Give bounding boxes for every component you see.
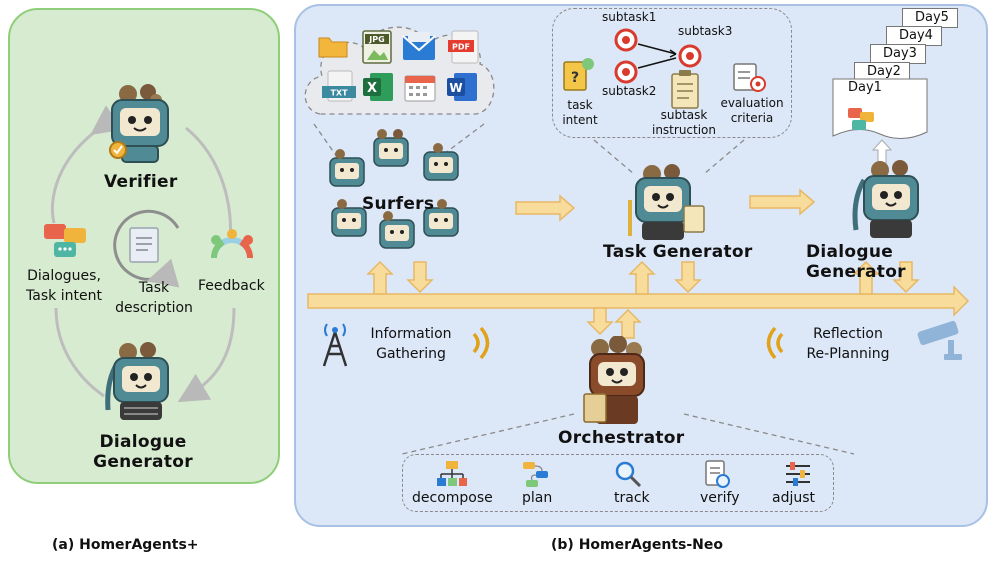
task-intent-line2: intent: [562, 113, 598, 127]
task-intent-text: Task intent: [26, 288, 102, 304]
feedback-gauge-icon: [211, 229, 253, 259]
verifier-robot-icon: [109, 84, 169, 163]
dialogue-generator-b-robot-icon: [852, 160, 919, 238]
pdf-text: PDF: [452, 43, 470, 52]
evaluation-line2: criteria: [730, 111, 774, 125]
orchestrator-robot-icon: [583, 336, 645, 424]
target-icon-1: [614, 28, 638, 52]
subtask1-label: subtask1: [602, 10, 657, 24]
description-text: description: [115, 300, 193, 316]
tool-track: track: [614, 490, 650, 506]
task-generator-label: Task Generator: [603, 242, 753, 262]
caption-a: (a) HomerAgents+: [52, 537, 199, 553]
task-description-label: Task description: [108, 278, 200, 318]
day4-card: Day4: [886, 26, 942, 46]
word-text: W: [449, 81, 462, 95]
dialogues-task-intent-label: Dialogues, Task intent: [14, 266, 114, 306]
jpg-text: JPG: [368, 35, 384, 44]
subtask-instruction-line2: instruction: [651, 123, 717, 137]
information-text: Information: [370, 326, 452, 342]
adjust-sliders-icon: [786, 462, 810, 486]
reflection-text: Reflection: [813, 326, 883, 342]
dialogue-generator-robot-icon: [105, 342, 169, 420]
tool-verify: verify: [700, 490, 740, 506]
caption-b: (b) HomerAgents-Neo: [551, 537, 723, 553]
subtask-instruction-line1: subtask: [660, 108, 708, 122]
task-components-box: [552, 8, 792, 138]
gathering-text: Gathering: [376, 346, 446, 362]
day2-card: Day2: [854, 62, 910, 82]
day5-card: Day5: [902, 8, 958, 28]
folder-icon: [318, 37, 348, 58]
jpg-file-icon: JPG: [362, 30, 392, 64]
day3-card: Day3: [870, 44, 926, 64]
target-icon-3: [678, 44, 702, 68]
word-icon: W: [447, 73, 477, 101]
evaluation-line1: evaluation: [720, 96, 784, 110]
signal-waves-right-icon: [472, 326, 490, 360]
task-intent-line1: task: [567, 98, 593, 112]
tool-decompose: decompose: [412, 490, 493, 506]
task-text: Task: [138, 280, 170, 296]
chat-bubbles-icon: [44, 224, 86, 257]
surfers-robot-group-icon: [329, 129, 459, 249]
plan-icon: [523, 462, 548, 487]
panel-a-cycle-arrows: [50, 105, 236, 403]
dialogues-text: Dialogues,: [27, 268, 101, 284]
signal-waves-left-icon: [766, 326, 784, 360]
decompose-icon: [437, 461, 467, 486]
svg-text:?: ?: [571, 70, 579, 86]
orchestrator-label: Orchestrator: [558, 428, 685, 448]
target-icon-2: [614, 60, 638, 84]
email-icon: [402, 32, 436, 60]
subtask2-label: subtask2: [602, 84, 657, 98]
replanning-text: Re-Planning: [806, 346, 890, 362]
reflection-replanning-label: Reflection Re-Planning: [796, 324, 900, 364]
dialogue-generator-a-label: Dialogue Generator: [88, 432, 198, 472]
task-generator-robot-icon: [628, 164, 705, 240]
track-magnifier-icon: [615, 461, 642, 488]
day1-label: Day1: [848, 80, 882, 95]
txt-file-icon: TXT: [322, 70, 356, 102]
document-icon: [129, 227, 159, 263]
dialogue-text: Dialogue: [99, 432, 187, 452]
surfers-label: Surfers: [362, 194, 435, 214]
orchestrator-tools-box: [402, 454, 834, 512]
information-gathering-label: Information Gathering: [356, 324, 466, 364]
task-intent-box-label: task intent: [556, 98, 604, 128]
day1-card-icon: [832, 78, 928, 139]
subtask3-label: subtask3: [678, 24, 733, 38]
camera-icon: [917, 320, 962, 360]
feedback-label: Feedback: [198, 278, 265, 294]
txt-text: TXT: [330, 89, 348, 98]
excel-text: X: [367, 81, 377, 96]
dialogue-generator-b-label: Dialogue Generator: [806, 242, 906, 282]
verifier-label: Verifier: [104, 172, 178, 192]
antenna-tower-icon: [322, 323, 348, 367]
pdf-file-icon: PDF: [448, 30, 479, 64]
generator-text: Generator: [93, 452, 193, 472]
calendar-icon: [404, 75, 436, 102]
excel-icon: X: [363, 73, 393, 101]
tool-adjust: adjust: [772, 490, 816, 506]
evaluation-criteria-label: evaluation criteria: [716, 96, 788, 126]
tool-plan: plan: [522, 490, 553, 506]
verify-icon: [705, 460, 730, 488]
task-components-graphics: ?: [563, 28, 766, 109]
subtask-instruction-label: subtask instruction: [646, 108, 722, 138]
